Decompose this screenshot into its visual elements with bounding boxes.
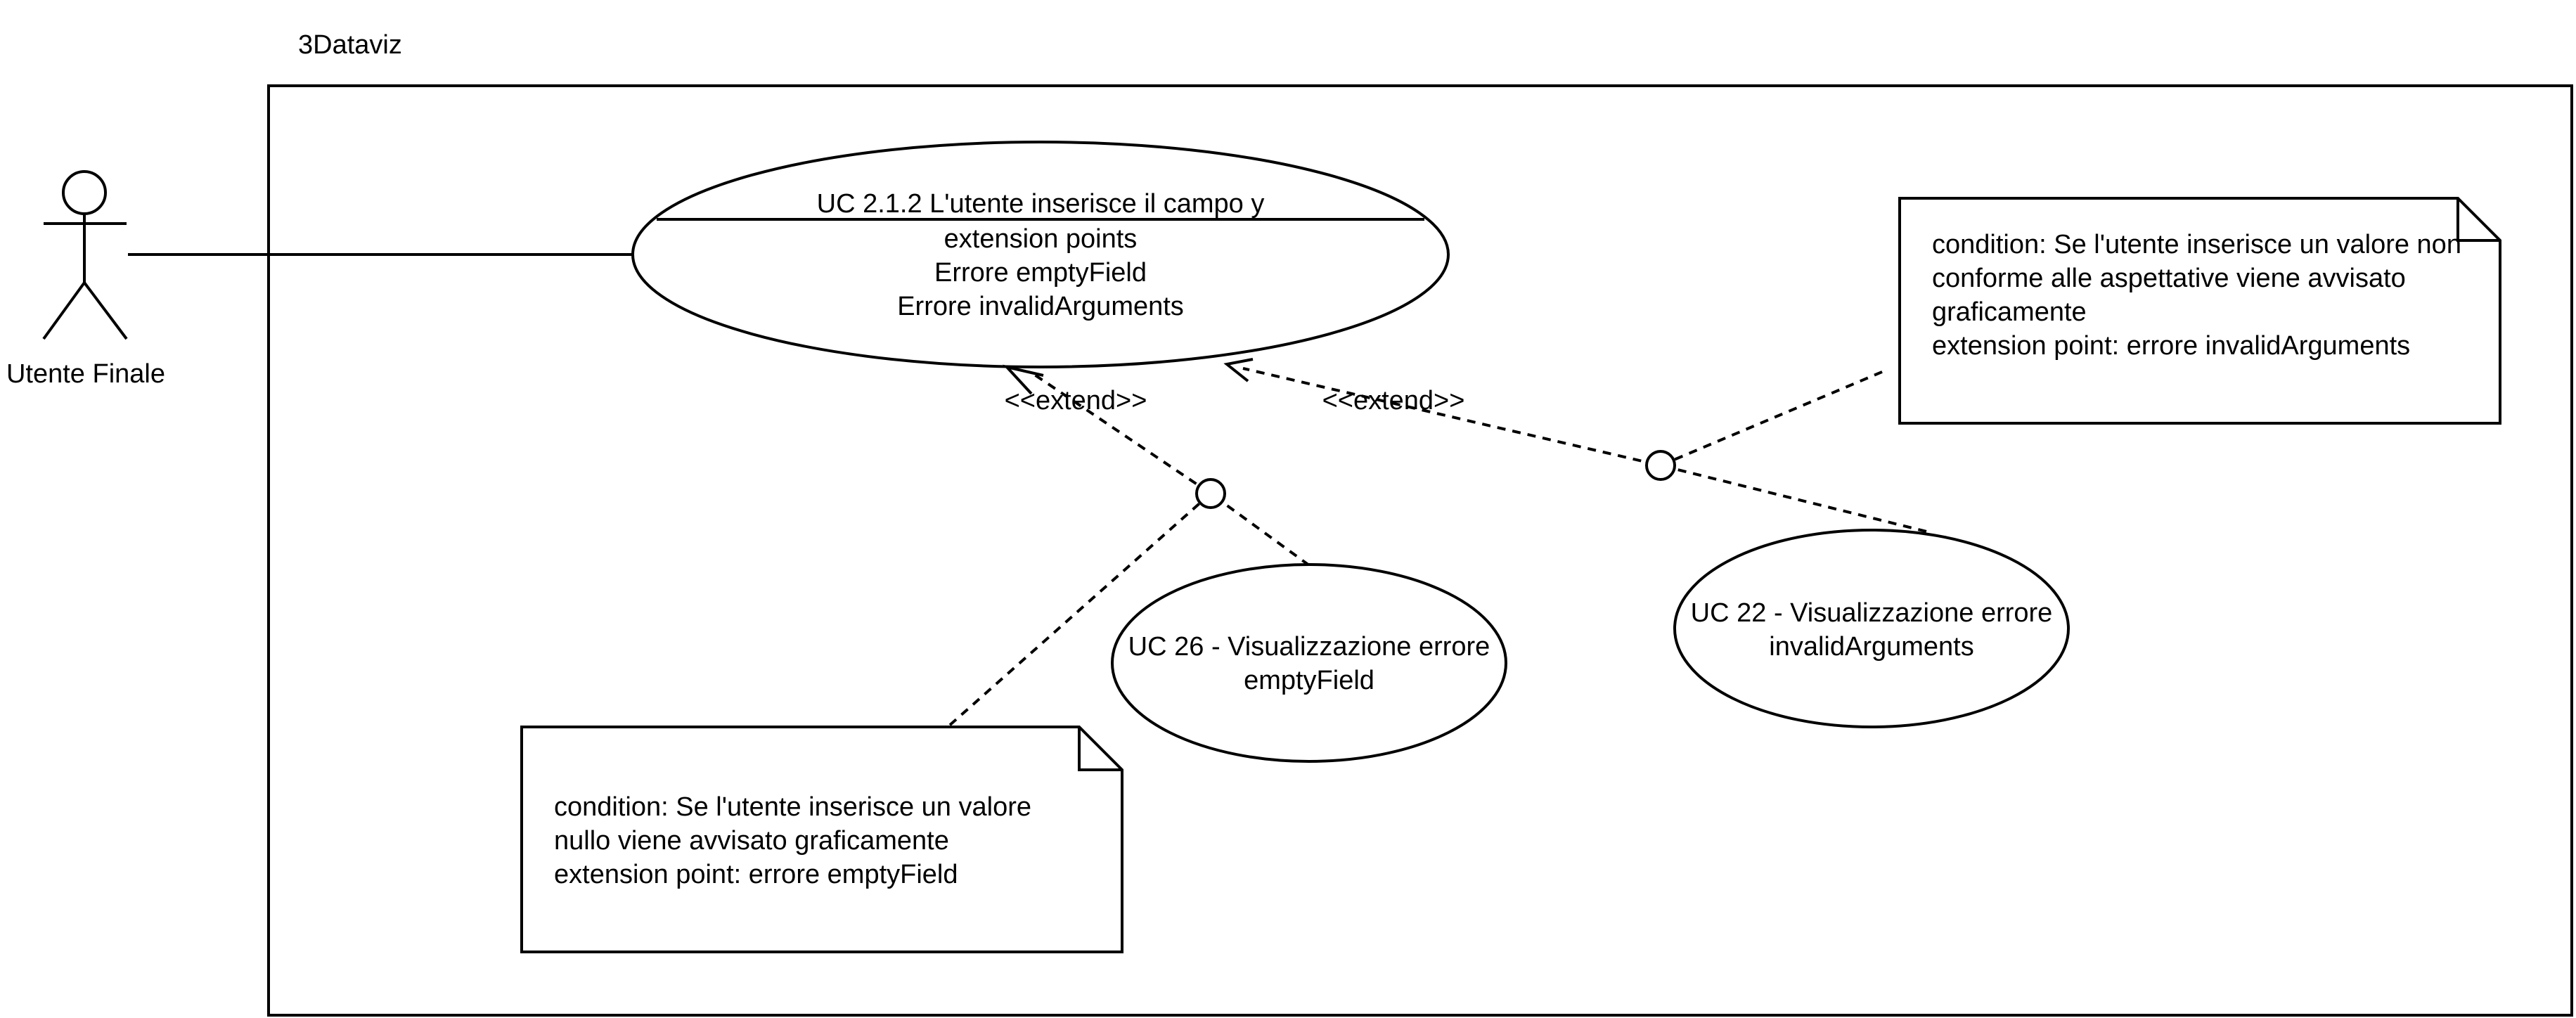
note-line: graficamente [1932,297,2087,327]
use-case-uc26[interactable]: UC 26 - Visualizzazione errore emptyFiel… [1111,563,1507,763]
extend-relation-uc26: <<extend>> [946,364,1310,728]
note-line: conforme alle aspettative viene avvisato [1932,264,2406,293]
extension-point-invalid-arguments: Errore invalidArguments [897,292,1184,321]
condition-note-invalid-arguments: condition: Se l'utente inserisce un valo… [1898,197,2501,425]
note-folded-corner-icon [1078,727,1122,771]
note-line: extension point: errore emptyField [554,860,958,889]
extend-relation-uc22: <<extend>> [1223,358,1927,533]
use-case-uc26-line1: UC 26 - Visualizzazione errore [1128,632,1490,662]
system-title: 3Dataviz [298,30,402,60]
note-line: extension point: errore invalidArguments [1932,331,2410,361]
extension-points-label: extension points [944,224,1138,254]
note-line: condition: Se l'utente inserisce un valo… [554,792,1031,822]
open-arrowhead-icon [1003,364,1044,395]
use-case-main[interactable]: UC 2.1.2 L'utente inserisce il campo y e… [631,141,1450,368]
open-arrowhead-icon [1223,358,1254,382]
note-line: nullo viene avvisato graficamente [554,826,949,856]
extension-anchor-icon [1195,478,1226,509]
extend-stereotype-label: <<extend>> [1322,386,1465,415]
condition-note-empty-field: condition: Se l'utente inserisce un valo… [520,726,1123,953]
use-case-uc26-line2: emptyField [1244,666,1374,695]
use-case-uc22-line1: UC 22 - Visualizzazione errore [1691,598,2053,628]
system-boundary: 3Dataviz [267,30,2573,1017]
extend-stereotype-label: <<extend>> [1005,386,1147,415]
use-case-main-title: UC 2.1.2 L'utente inserisce il campo y [817,189,1265,219]
actor-utente-finale[interactable]: Utente Finale [6,170,165,389]
note-folded-corner-icon [2456,198,2500,242]
extension-anchor-icon [1645,450,1676,481]
actor-name: Utente Finale [6,359,165,389]
use-case-uc22[interactable]: UC 22 - Visualizzazione errore invalidAr… [1673,529,2070,728]
note-line: condition: Se l'utente inserisce un valo… [1932,230,2461,259]
extension-point-empty-field: Errore emptyField [934,258,1147,288]
use-case-uc22-line2: invalidArguments [1769,632,1973,662]
stick-figure-icon [42,170,128,340]
